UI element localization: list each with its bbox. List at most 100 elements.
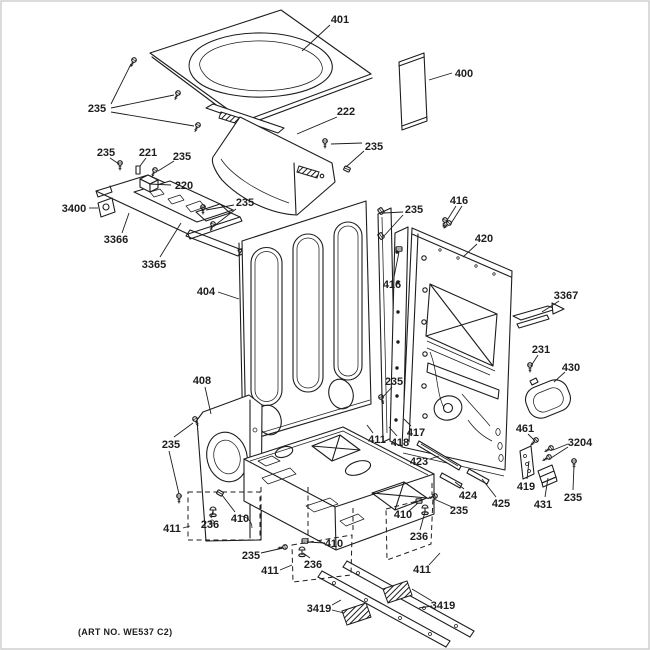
part-label-235: 235 — [162, 439, 180, 451]
leader-line — [139, 157, 147, 167]
leader-line — [345, 150, 365, 168]
leader-line — [331, 609, 345, 614]
callout-235-3: 235 — [330, 141, 383, 168]
exhaust-ring-430 — [524, 377, 572, 419]
leader-line — [530, 354, 539, 367]
leader-line — [552, 443, 569, 451]
callout-235-5: 235 — [97, 147, 120, 165]
callout-410-42: 410 — [394, 502, 419, 521]
leader-line — [260, 547, 284, 554]
leader-line — [110, 111, 195, 127]
callout-220-8: 220 — [148, 180, 193, 192]
callout-235-22: 235 — [381, 376, 403, 399]
leader-line — [173, 422, 194, 438]
part-label-417: 417 — [407, 427, 425, 439]
callout-235-15: 235 — [383, 204, 423, 237]
leader-line — [306, 541, 326, 544]
leader-line — [182, 525, 191, 529]
part-label-430: 430 — [562, 362, 580, 374]
leader-line — [159, 222, 182, 258]
part-label-235: 235 — [236, 197, 254, 209]
leader-line — [449, 205, 463, 226]
leader-line — [110, 63, 132, 105]
part-label-3365: 3365 — [142, 259, 166, 271]
callout-411-45: 411 — [413, 552, 441, 576]
callout-231-20: 231 — [530, 344, 550, 367]
base-emboss-x2 — [371, 481, 428, 511]
leader-line — [429, 455, 440, 460]
leader-line — [403, 418, 412, 427]
leader-line — [541, 300, 560, 313]
base-emboss-x1 — [311, 434, 361, 462]
callout-3365-11: 3365 — [142, 222, 182, 271]
part-label-410: 410 — [231, 513, 249, 525]
slide-rails-3419 — [317, 560, 475, 648]
part-label-222: 222 — [337, 106, 355, 118]
leader-line — [428, 72, 453, 81]
leader-line — [213, 208, 237, 227]
part-label-431: 431 — [534, 499, 552, 511]
part-label-221: 221 — [139, 147, 157, 159]
callout-235-12: 235 — [205, 197, 254, 227]
part-label-404: 404 — [197, 286, 216, 298]
callout-221-6: 221 — [139, 147, 157, 167]
callout-423-27: 423 — [410, 455, 440, 468]
part-label-236: 236 — [410, 531, 428, 543]
leader-line — [331, 599, 342, 606]
leader-line — [121, 212, 130, 234]
callout-235-38: 235 — [242, 547, 284, 562]
leader-line — [157, 160, 175, 172]
trim-panel-400 — [398, 52, 428, 131]
leader-line — [148, 183, 172, 186]
part-label-419: 419 — [517, 481, 535, 493]
leader-line — [210, 510, 214, 519]
leader-line — [302, 552, 311, 559]
callout-420-17: 420 — [462, 233, 493, 258]
callout-235-1: 235 — [88, 63, 195, 127]
part-label-411: 411 — [413, 564, 431, 576]
spacer-221 — [135, 165, 141, 175]
leader-line — [330, 142, 363, 145]
callout-236-39: 236 — [302, 552, 322, 571]
callout-236-43: 236 — [410, 511, 428, 543]
callout-416-19: 416 — [383, 251, 401, 291]
leader-line — [433, 498, 453, 508]
callout-404-13: 404 — [197, 286, 240, 300]
leader-line — [408, 502, 419, 512]
part-label-235: 235 — [365, 141, 383, 153]
leader-line — [572, 464, 575, 491]
leader-line — [550, 446, 569, 459]
felt-pad — [341, 602, 372, 626]
leader-line — [217, 291, 240, 300]
leader-line — [109, 157, 120, 165]
leader-line — [366, 424, 374, 434]
callout-461-30: 461 — [516, 423, 536, 442]
part-label-3400: 3400 — [62, 203, 86, 215]
part-label-420: 420 — [475, 233, 493, 245]
callout-431-33: 431 — [534, 477, 552, 511]
callout-425-29: 425 — [481, 478, 510, 510]
leader-line — [205, 204, 235, 211]
part-label-236: 236 — [201, 519, 219, 531]
leader-line — [411, 588, 433, 602]
part-label-425: 425 — [492, 498, 510, 510]
part-label-411: 411 — [368, 434, 386, 446]
brackets-419-431 — [519, 445, 558, 488]
callout-3204-31: 3204 — [550, 437, 593, 459]
leader-line — [553, 371, 566, 383]
part-label-235: 235 — [385, 376, 403, 388]
switch-220 — [139, 174, 159, 193]
leader-line — [393, 251, 400, 278]
leader-line — [279, 564, 293, 571]
leader-line — [481, 478, 497, 498]
part-label-235: 235 — [97, 147, 115, 159]
leader-line — [221, 494, 236, 513]
callout-417-24: 417 — [403, 418, 425, 439]
leader-line — [419, 511, 426, 531]
callout-418-25: 418 — [388, 426, 409, 449]
leader-line — [388, 426, 398, 437]
dashed-guides — [187, 483, 434, 583]
